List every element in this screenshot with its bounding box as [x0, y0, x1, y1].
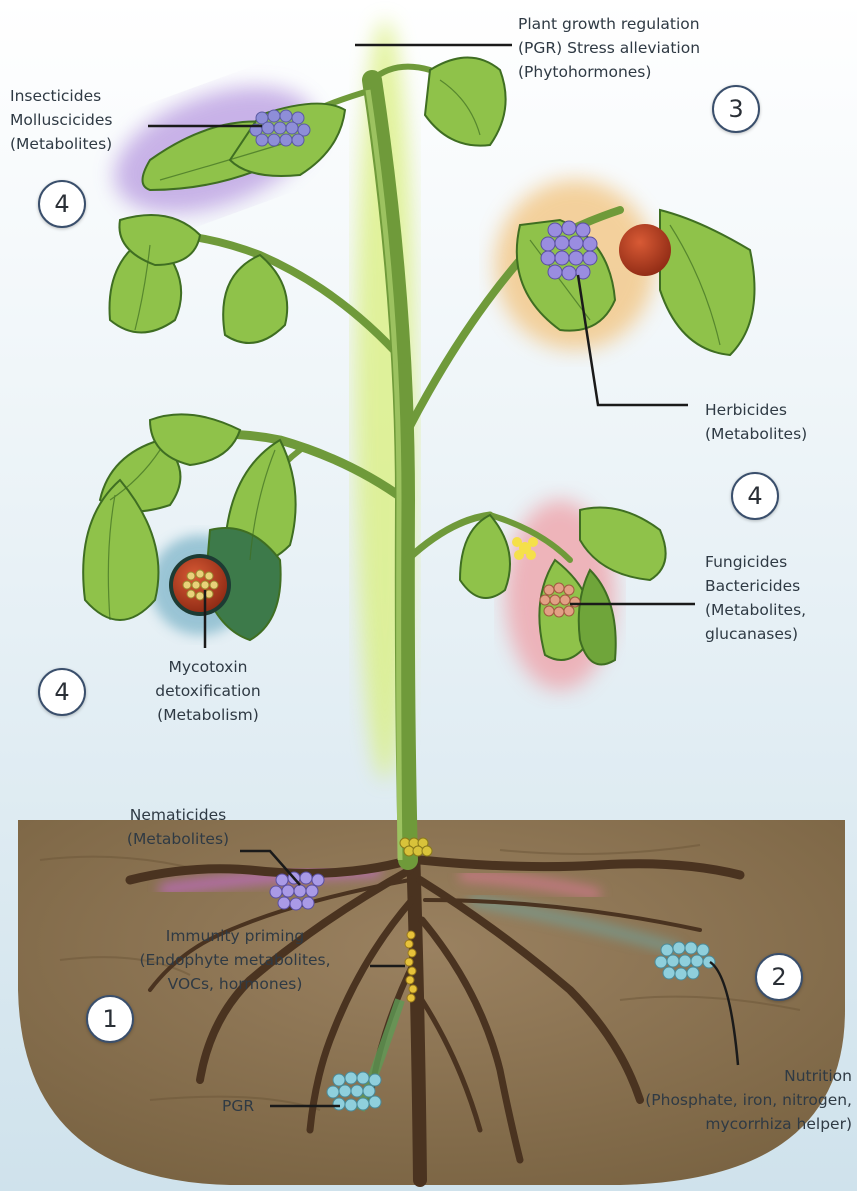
- microbes-fungicides: [540, 583, 580, 617]
- badge-pgr-top: 3: [712, 85, 760, 133]
- label-herbicides: Herbicides (Metabolites): [705, 398, 807, 446]
- label-immunity: Immunity priming (Endophyte metabolites,…: [100, 924, 370, 996]
- badge-nutrition: 2: [755, 953, 803, 1001]
- label-fungicides: Fungicides Bactericides (Metabolites, gl…: [705, 550, 806, 646]
- badge-herbicides: 4: [731, 472, 779, 520]
- badge-mycotoxin: 4: [38, 668, 86, 716]
- label-nutrition: Nutrition (Phosphate, iron, nitrogen, my…: [555, 1064, 852, 1136]
- badge-insecticides: 4: [38, 180, 86, 228]
- microbes-insecticides: [250, 110, 310, 146]
- microbes-mycotoxin: [183, 570, 218, 600]
- label-nematicides: Nematicides (Metabolites): [88, 803, 268, 851]
- label-pgr-top: Plant growth regulation (PGR) Stress all…: [518, 12, 700, 84]
- label-insecticides: Insecticides Molluscicides (Metabolites): [10, 84, 112, 156]
- tomato-right: [619, 224, 671, 276]
- root-collar: [400, 838, 432, 856]
- label-mycotoxin: Mycotoxin detoxification (Metabolism): [108, 655, 308, 727]
- label-pgr-root: PGR: [222, 1094, 254, 1118]
- badge-immunity: 1: [86, 995, 134, 1043]
